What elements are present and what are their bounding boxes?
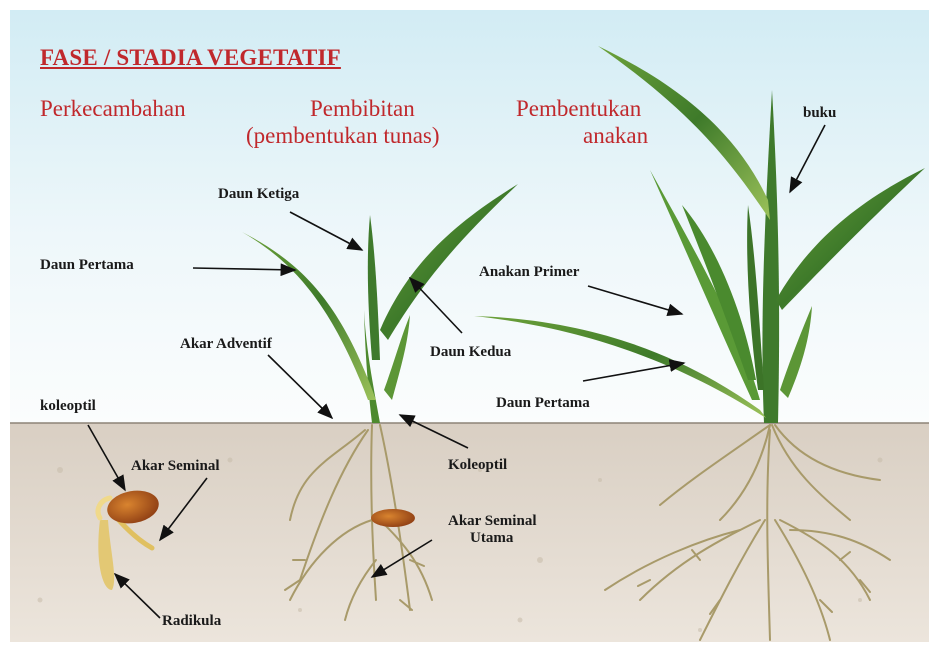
seedling-seed: [371, 509, 415, 527]
label-koleoptil-seed: koleoptil: [40, 399, 96, 415]
label-radikula: Radikula: [162, 614, 221, 630]
label-akar-seminal: Akar Seminal: [131, 459, 219, 475]
label-anakan-primer: Anakan Primer: [479, 265, 579, 281]
stage-tillering-line1: Pembentukan: [516, 97, 641, 120]
stage-seedling-line2: (pembentukan tunas): [246, 124, 440, 147]
stage-germination: Perkecambahan: [40, 97, 186, 120]
label-daun-kedua: Daun Kedua: [430, 345, 511, 361]
label-daun-ketiga: Daun Ketiga: [218, 187, 299, 203]
stage-tillering-line2: anakan: [583, 124, 648, 147]
label-akar-seminal-utama-line1: Akar Seminal: [448, 514, 536, 530]
diagram-title: FASE / STADIA VEGETATIF: [40, 45, 341, 71]
label-daun-pertama-seedling: Daun Pertama: [40, 258, 134, 274]
label-buku: buku: [803, 106, 836, 122]
label-akar-adventif: Akar Adventif: [180, 337, 272, 353]
stage-seedling-line1: Pembibitan: [310, 97, 415, 120]
label-daun-pertama-tiller: Daun Pertama: [496, 396, 590, 412]
label-koleoptil: Koleoptil: [448, 458, 507, 474]
label-akar-seminal-utama-line2: Utama: [470, 531, 513, 547]
